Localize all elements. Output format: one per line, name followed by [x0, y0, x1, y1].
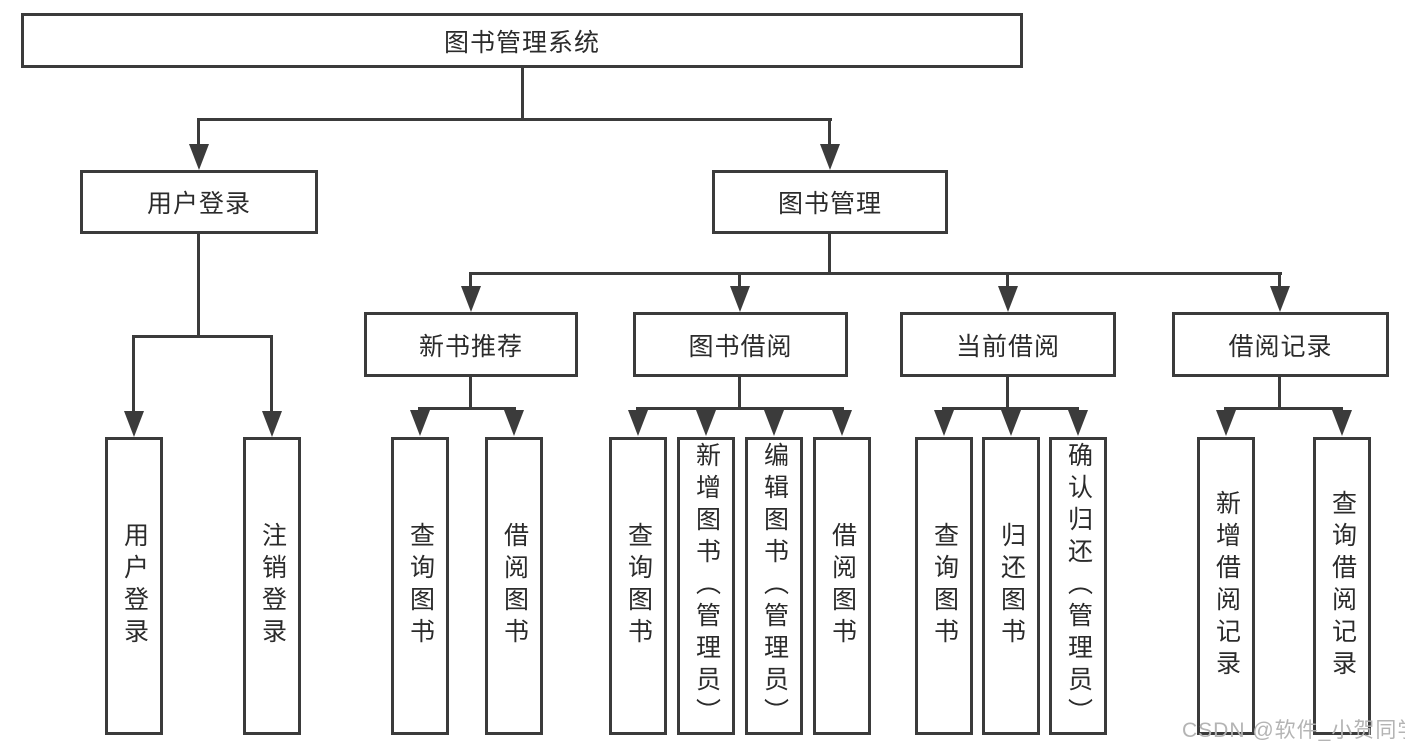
edge-line: [469, 272, 1282, 275]
node-label: 图书管理系统: [443, 28, 600, 57]
edge-line: [738, 272, 741, 288]
edge-line: [469, 272, 472, 288]
leaf-add-books-admin: 新增图书（管理员）: [677, 437, 735, 735]
node-label: 查询图书: [406, 522, 435, 650]
node-label: 查询借阅记录: [1328, 490, 1357, 682]
node-label: 借阅图书: [500, 522, 529, 650]
csdn-watermark: CSDN @软件_小贺同学: [1182, 719, 1405, 742]
edge-line: [1006, 377, 1009, 410]
node-label: 归还图书: [997, 522, 1026, 650]
edge-line: [521, 68, 524, 118]
edge-line: [1278, 272, 1281, 288]
edge-line: [197, 118, 832, 121]
arrowhead-icon: [832, 410, 852, 436]
node-current-borrowing: 当前借阅: [900, 312, 1116, 377]
node-label: 新增图书（管理员）: [692, 442, 721, 730]
node-label: 图书管理: [777, 190, 882, 218]
edge-line: [1224, 407, 1343, 410]
node-label: 用户登录: [146, 190, 251, 218]
leaf-user-login: 用户登录: [105, 437, 163, 735]
arrowhead-icon: [628, 410, 648, 436]
node-label: 编辑图书（管理员）: [760, 442, 789, 730]
arrowhead-icon: [461, 286, 481, 312]
leaf-confirm-return-admin: 确认归还（管理员）: [1049, 437, 1107, 735]
node-label: 查询图书: [930, 522, 959, 650]
edge-line: [1278, 377, 1281, 410]
arrowhead-icon: [1001, 410, 1021, 436]
arrowhead-icon: [410, 410, 430, 436]
edge-line: [418, 407, 516, 410]
arrowhead-icon: [764, 410, 784, 436]
arrowhead-icon: [262, 411, 282, 437]
node-label: 确认归还（管理员）: [1064, 442, 1093, 730]
arrowhead-icon: [934, 410, 954, 436]
edge-line: [469, 377, 472, 410]
edge-line: [636, 407, 844, 410]
leaf-add-borrow-record: 新增借阅记录: [1197, 437, 1255, 735]
edge-line: [738, 377, 741, 410]
node-label: 新增借阅记录: [1212, 490, 1241, 682]
arrowhead-icon: [1270, 286, 1290, 312]
leaf-query-books-recommend: 查询图书: [391, 437, 449, 735]
node-label: 借阅记录: [1228, 332, 1333, 361]
arrowhead-icon: [1216, 410, 1236, 436]
arrowhead-icon: [1068, 410, 1088, 436]
edge-line: [132, 335, 135, 413]
arrowhead-icon: [504, 410, 524, 436]
node-label: 新书推荐: [418, 332, 523, 361]
edge-line: [828, 118, 831, 146]
node-label: 当前借阅: [955, 332, 1060, 361]
node-book-borrowing: 图书借阅: [633, 312, 848, 377]
edge-line: [132, 335, 273, 338]
node-label: 查询图书: [624, 522, 653, 650]
edge-line: [828, 234, 831, 275]
leaf-borrow-books: 借阅图书: [813, 437, 871, 735]
arrowhead-icon: [1332, 410, 1352, 436]
node-book-management: 图书管理: [712, 170, 948, 234]
node-user-login: 用户登录: [80, 170, 318, 234]
node-label: 注销登录: [258, 522, 287, 650]
leaf-query-books-borrowing: 查询图书: [609, 437, 667, 735]
edge-line: [197, 234, 200, 338]
edge-line: [270, 335, 273, 413]
leaf-return-books: 归还图书: [982, 437, 1040, 735]
node-book-management-system: 图书管理系统: [21, 13, 1023, 68]
arrowhead-icon: [189, 144, 209, 170]
node-borrowing-records: 借阅记录: [1172, 312, 1389, 377]
node-label: 图书借阅: [688, 332, 793, 361]
leaf-query-borrow-record: 查询借阅记录: [1313, 437, 1371, 735]
edge-line: [197, 118, 200, 146]
leaf-edit-books-admin: 编辑图书（管理员）: [745, 437, 803, 735]
node-label: 借阅图书: [828, 522, 857, 650]
edge-line: [1006, 272, 1009, 288]
arrowhead-icon: [696, 410, 716, 436]
leaf-borrow-books-recommend: 借阅图书: [485, 437, 543, 735]
arrowhead-icon: [124, 411, 144, 437]
node-label: 用户登录: [120, 522, 149, 650]
node-new-book-recommendation: 新书推荐: [364, 312, 578, 377]
edge-line: [942, 407, 1079, 410]
arrowhead-icon: [998, 286, 1018, 312]
leaf-logout: 注销登录: [243, 437, 301, 735]
leaf-query-books-current: 查询图书: [915, 437, 973, 735]
arrowhead-icon: [820, 144, 840, 170]
arrowhead-icon: [730, 286, 750, 312]
